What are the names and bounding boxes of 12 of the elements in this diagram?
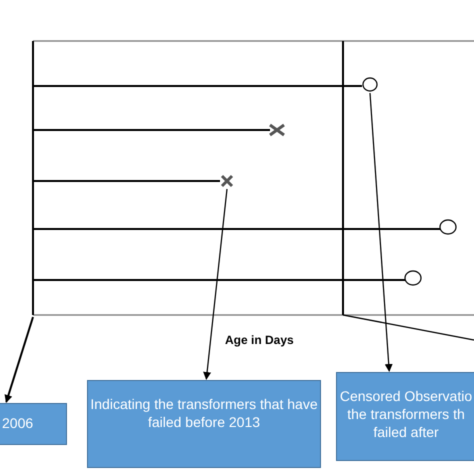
circle-marker — [362, 77, 378, 92]
callout-box — [0, 403, 67, 445]
callout-text: 2006 — [2, 414, 34, 432]
callout-box — [87, 380, 321, 468]
leader-arrow — [369, 92, 393, 372]
callout-text: Indicating the transformers that have failed before 2013 — [89, 395, 319, 432]
leader-arrow — [4, 316, 34, 403]
callout-box — [336, 372, 474, 461]
leader-arrow — [203, 188, 228, 380]
cross-marker — [220, 174, 234, 188]
callout-text: Censored Observatio the transformers th failed after — [338, 387, 474, 442]
axis-label: Age in Days — [225, 333, 294, 347]
